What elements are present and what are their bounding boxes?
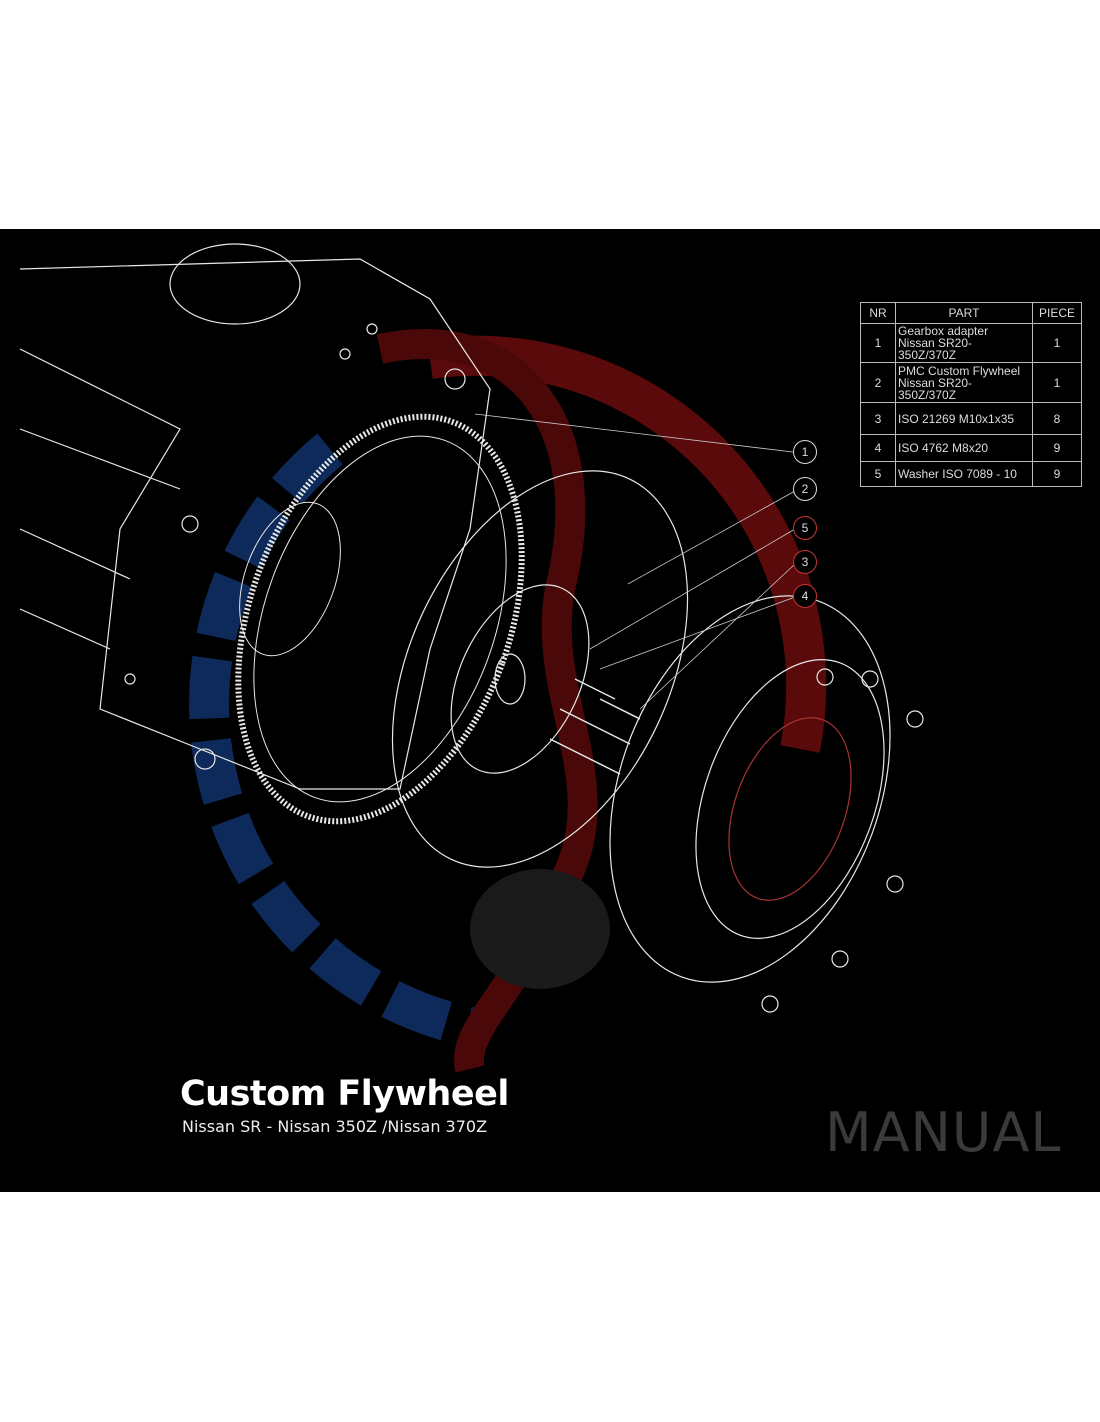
cell-nr: 4 [860, 434, 896, 462]
cell-piece: 9 [1032, 461, 1082, 487]
subtitle: Nissan SR - Nissan 350Z /Nissan 370Z [182, 1117, 488, 1136]
part-line: Nissan SR20-350Z/370Z [898, 336, 973, 362]
cell-piece: 8 [1032, 402, 1082, 435]
manual-label: MANUAL [825, 1101, 1062, 1164]
part-line: PMC Custom Flywheel [898, 363, 1021, 378]
gearbox-adapter [19, 243, 491, 790]
callout-5: 5 [793, 516, 817, 540]
leader-lines [474, 413, 796, 710]
cell-part: ISO 4762 M8x20 [895, 434, 1033, 462]
part-line: Nissan SR20-350Z/370Z [898, 375, 973, 402]
cell-nr: 1 [860, 323, 896, 363]
part-line: Gearbox adapter [898, 324, 989, 338]
cell-nr: 3 [860, 402, 896, 435]
cell-piece: 9 [1032, 434, 1082, 462]
page-title: Custom Flywheel [180, 1074, 509, 1114]
flywheel-ring-gear [235, 413, 525, 825]
callout-2: 2 [793, 477, 817, 501]
table-row: 5 Washer ISO 7089 - 10 9 [860, 461, 1082, 487]
table-row: 4 ISO 4762 M8x20 9 [860, 434, 1082, 462]
callout-3: 3 [793, 550, 817, 574]
logo-watermark [189, 329, 827, 1073]
header-piece: PIECE [1032, 302, 1082, 324]
cell-piece: 1 [1032, 323, 1082, 363]
exploded-view-drawing [19, 243, 924, 1073]
header-nr: NR [860, 302, 896, 324]
table-row: 3 ISO 21269 M10x1x35 8 [860, 402, 1082, 435]
cell-piece: 1 [1032, 362, 1082, 403]
table-header-row: NR PART PIECE [860, 302, 1082, 324]
custom-flywheel [391, 470, 689, 868]
cell-part: ISO 21269 M10x1x35 [895, 402, 1033, 435]
header-part: PART [895, 302, 1033, 324]
cell-nr: 2 [860, 362, 896, 403]
callout-1: 1 [793, 440, 817, 464]
cell-part: Washer ISO 7089 - 10 [895, 461, 1033, 487]
callout-4: 4 [793, 584, 817, 608]
bolts [549, 678, 641, 775]
clutch-pressure-plate [609, 595, 924, 1013]
cell-nr: 5 [860, 461, 896, 487]
